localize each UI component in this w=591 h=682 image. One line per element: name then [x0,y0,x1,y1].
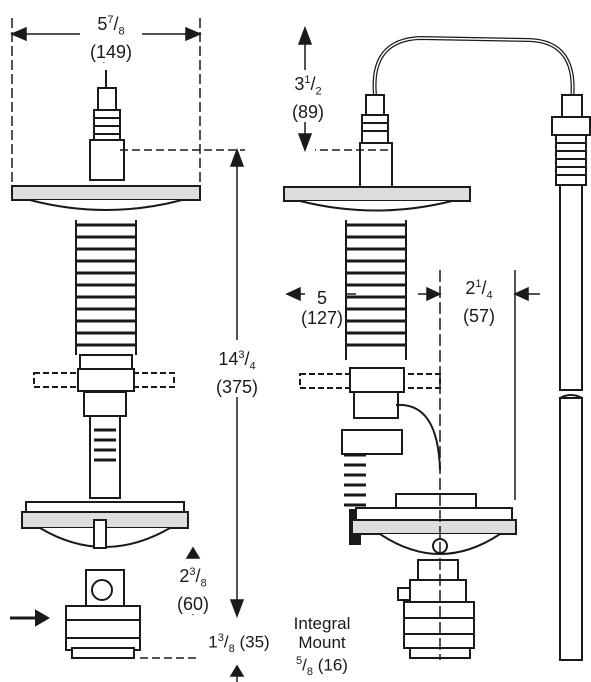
dim-width-right-whole: 2 [465,278,476,298]
dim-width-top-whole: 5 [97,14,108,34]
valve-actuator-front-view-icon [11,57,201,659]
dim-width-right-label: 21/4 (57) [452,274,506,326]
dim-bottom-offset-den: 8 [228,643,235,656]
integral-mount-mm: (16) [317,655,348,675]
dim-width-right-den: 4 [486,289,493,302]
dimension-lines [10,18,540,682]
dim-height-total-den: 4 [249,360,256,373]
dim-height-lower-den: 8 [200,577,207,590]
dim-height-total-label: 143/4 (375) [206,345,268,397]
dim-height-rod-num: 1 [304,74,311,86]
temperature-sensing-bulb-icon [551,94,591,661]
dim-height-lower-mm: (60) [176,593,209,614]
dim-width-top-label: 57/8 (149) [80,10,142,62]
dim-height-lower-whole: 2 [179,566,190,586]
dim-width-top-den: 8 [118,25,125,38]
dim-width-mid-whole: 5 [316,288,327,308]
dim-height-lower-num: 3 [189,566,196,578]
integral-mount-label: Integral Mount 5/8 (16) [284,614,360,682]
integral-mount-line1: Integral [293,614,351,633]
integral-mount-line2: Mount [298,633,346,652]
dim-height-rod-mm: (89) [291,101,324,122]
flow-direction-arrow-icon [10,609,50,627]
dim-width-top-num: 7 [107,14,114,26]
dim-height-total-num: 3 [238,349,245,361]
integral-mount-den: 8 [306,666,313,679]
dim-height-rod-whole: 3 [294,74,305,94]
dim-height-lower-label: 23/8 (60) [168,562,218,614]
dim-height-rod-den: 2 [315,85,322,98]
dim-height-rod-label: 31/2 (89) [284,70,332,122]
dim-height-total-mm: (375) [215,376,259,397]
valve-with-remote-bulb-side-view-icon [283,35,575,659]
dim-width-mid-label: 5 (127) [296,288,348,328]
dim-width-top-mm: (149) [89,41,133,62]
dim-height-total-whole: 14 [218,349,239,369]
dim-bottom-offset-mm: (35) [239,632,270,652]
integral-mount-num: 5 [296,655,303,667]
dim-bottom-offset-num: 3 [217,632,224,644]
dim-bottom-offset-label: 13/8 (35) [198,628,280,660]
dim-bottom-offset-whole: 1 [208,632,218,652]
dim-width-right-num: 1 [475,278,482,290]
dim-width-mid-mm: (127) [300,308,344,328]
dim-width-right-mm: (57) [462,305,495,326]
